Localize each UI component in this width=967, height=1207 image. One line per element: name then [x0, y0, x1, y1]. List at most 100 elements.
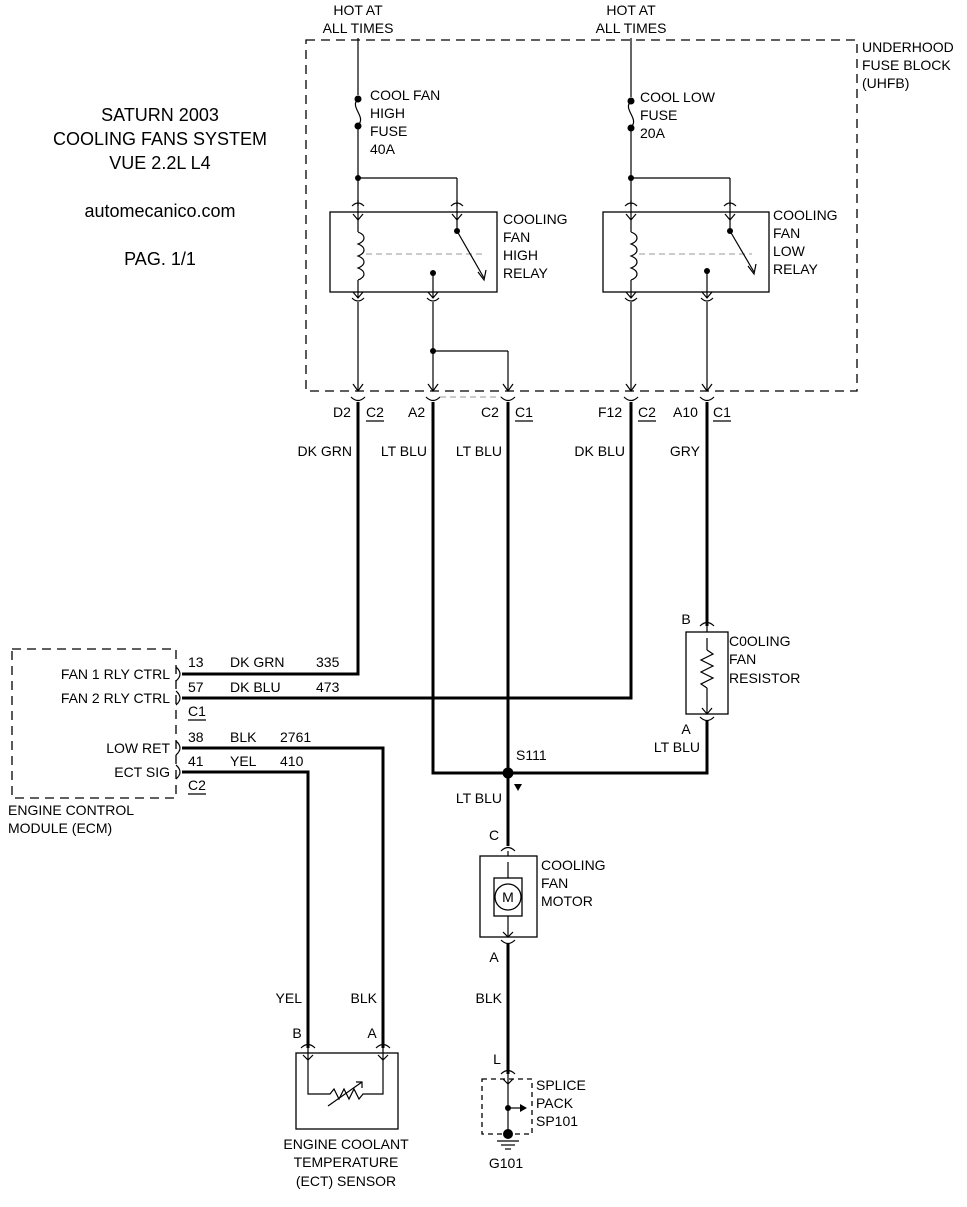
splice-pack-sp101: L: [481, 1051, 533, 1150]
title-line1: SATURN 2003: [101, 105, 219, 125]
ect-pin-a: A: [367, 1025, 377, 1041]
splice-pack-label-3: SP101: [536, 1113, 578, 1129]
ecm-circuit-13: 335: [316, 654, 340, 670]
wire-label-blk-ect: BLK: [351, 990, 378, 1006]
title-line3: VUE 2.2L L4: [109, 153, 210, 173]
resistor-label-2: FAN: [729, 651, 756, 667]
conn-c2: C2: [481, 404, 499, 420]
uhfb-outline: [305, 39, 858, 392]
high-fuse-branch: [354, 38, 458, 206]
ecm-label-1: ENGINE CONTROL: [8, 802, 134, 818]
ecm-pin-38: 38: [188, 729, 204, 745]
ground-g101-label: G101: [489, 1155, 523, 1171]
ect-thermistor-symbol: [307, 1060, 384, 1101]
relay-low-label-2: FAN: [773, 225, 800, 241]
conn-a10: A10: [673, 404, 698, 420]
ecm-circuit-57: 473: [316, 679, 340, 695]
relay-low-label-3: LOW: [773, 243, 806, 259]
relay-low-label-1: COOLING: [773, 207, 838, 223]
splice-pack-label-1: SPLICE: [536, 1077, 586, 1093]
low-fuse-branch: [627, 38, 731, 206]
splice-s111: [502, 767, 514, 779]
resistor-label-1: C0OLING: [729, 633, 790, 649]
ecm-connector-cups: [175, 666, 181, 780]
wire-label-dk-grn: DK GRN: [298, 443, 352, 459]
uhfb-label-2: FUSE BLOCK: [862, 57, 951, 73]
fuse-low-label-1: COOL LOW: [640, 89, 716, 105]
motor-label-1: COOLING: [541, 857, 606, 873]
conn-f12: F12: [598, 404, 622, 420]
wire-lt-blu-a2: [431, 402, 508, 775]
ecm-pin-41: 41: [188, 753, 204, 769]
conn-d2-c: C2: [366, 404, 384, 420]
relay-low-coil: [629, 231, 638, 281]
splice-s111-label: S111: [516, 747, 547, 763]
motor-pin-c: C: [489, 827, 499, 843]
conn-a2: A2: [408, 404, 425, 420]
ecm-circuit-41: 410: [280, 753, 304, 769]
motor-symbol: M: [502, 889, 514, 905]
fuse-high-label-3: FUSE: [370, 123, 407, 139]
fuse-high-label-2: HIGH: [370, 105, 405, 121]
relay-high-coil: [356, 231, 365, 281]
wire-yel-ect: [182, 770, 310, 1048]
cooling-fan-resistor: [685, 621, 729, 722]
relay-high-label-2: FAN: [503, 229, 530, 245]
ecm-pin-name-fan2: FAN 2 RLY CTRL: [61, 690, 170, 706]
resistor-pin-a: A: [681, 721, 691, 737]
page-label: PAG. 1/1: [124, 249, 196, 269]
ecm-circuit-38: 2761: [280, 729, 311, 745]
splice-pack-pin-l: L: [493, 1051, 501, 1067]
wire-dk-grn: [182, 402, 360, 676]
ect-label-3: (ECT) SENSOR: [296, 1173, 396, 1189]
hot-at-all-times-right-1: HOT AT: [606, 2, 656, 18]
fuse-high-label-4: 40A: [370, 141, 396, 157]
uhfb-label-3: (UHFB): [862, 75, 909, 91]
wire-label-blk-motor: BLK: [476, 990, 503, 1006]
ecm-pin-name-ect-sig: ECT SIG: [114, 764, 170, 780]
ecm-connector-c1: C1: [188, 703, 206, 719]
title-line2: COOLING FANS SYSTEM: [53, 129, 267, 149]
wire-label-yel-ect: YEL: [276, 990, 303, 1006]
ecm-wire-color-13: DK GRN: [230, 654, 284, 670]
hot-at-all-times-left-1: HOT AT: [333, 2, 383, 18]
fuse-low-symbol: [627, 100, 635, 128]
splice-pack-label-2: PACK: [536, 1095, 574, 1111]
wire-label-lt-blu-res: LT BLU: [654, 739, 700, 755]
website-label: automecanico.com: [84, 201, 235, 221]
ecm-pin-13: 13: [188, 654, 204, 670]
ecm-label-2: MODULE (ECM): [8, 820, 112, 836]
uhfb-label-1: UNDERHOOD: [862, 39, 954, 55]
relay-high-label-1: COOLING: [503, 211, 568, 227]
motor-icon: [494, 883, 522, 911]
fuse-high-symbol: [354, 98, 362, 126]
motor-pin-a: A: [489, 949, 499, 965]
resistor-pin-b: B: [681, 611, 690, 627]
relay-high-label-3: HIGH: [503, 247, 538, 263]
motor-label-3: MOTOR: [541, 893, 593, 909]
wire-blk-ect: [182, 746, 385, 1048]
ect-sensor: B A: [292, 1025, 399, 1130]
ect-label-2: TEMPERATURE: [294, 1154, 399, 1170]
cooling-fan-motor: C M A: [479, 827, 538, 965]
ect-pin-b: B: [292, 1025, 301, 1041]
wire-label-gry: GRY: [670, 443, 701, 459]
ecm-wire-color-41: YEL: [230, 753, 257, 769]
wire-label-dk-blu: DK BLU: [574, 443, 625, 459]
main-wires: [182, 402, 709, 1074]
conn-f12-c: C2: [638, 404, 656, 420]
splice-s111-arrow: [514, 784, 522, 791]
resistor-label-3: RESISTOR: [729, 670, 800, 686]
conn-a10-c: C1: [713, 404, 731, 420]
wire-lt-blu-resistor: [508, 720, 709, 775]
relay-low-label-4: RELAY: [773, 261, 819, 277]
fuse-low-label-3: 20A: [640, 125, 666, 141]
ecm-wire-color-38: BLK: [230, 729, 257, 745]
motor-label-2: FAN: [541, 875, 568, 891]
cooling-fan-high-relay: [329, 200, 498, 302]
conn-d2: D2: [333, 404, 351, 420]
uhfb-connector-cups: [350, 396, 715, 402]
cooling-fan-low-relay: [602, 200, 770, 302]
ecm-connector-c2: C2: [188, 777, 206, 793]
